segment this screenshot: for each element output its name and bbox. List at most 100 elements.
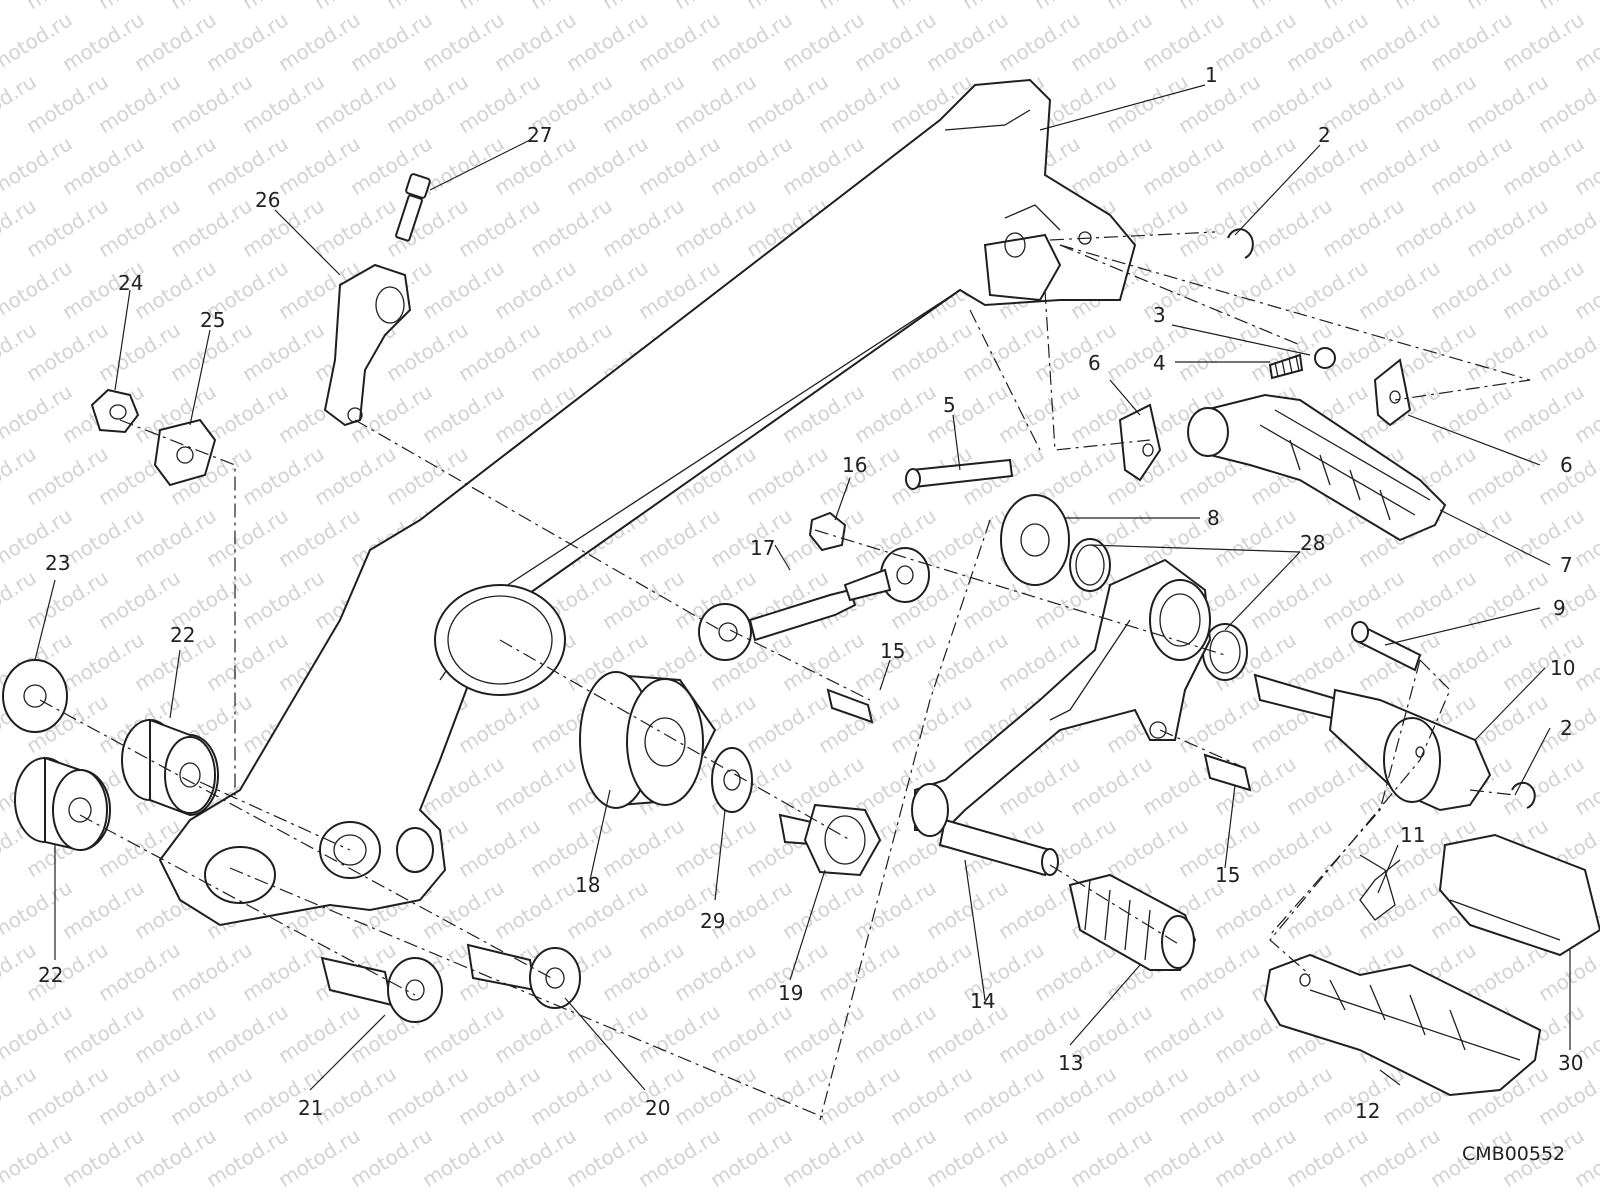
watermark-text: motod.ru <box>922 379 1013 448</box>
watermark-text: motod.ru <box>22 565 113 634</box>
callout-15a: 15 <box>880 639 905 663</box>
spring-11 <box>1359 854 1401 921</box>
watermark-text: motod.ru <box>562 255 653 324</box>
leader-lines <box>34 84 1571 1091</box>
watermark-text: motod.ru <box>238 441 329 510</box>
callout-28: 28 <box>1300 531 1325 555</box>
watermark-text: motod.ru <box>166 193 257 262</box>
watermark-text: motod.ru <box>1066 751 1157 820</box>
watermark-text: motod.ru <box>202 1123 293 1192</box>
watermark-text: motod.ru <box>1138 999 1229 1068</box>
watermark-text: motod.ru <box>1282 7 1373 76</box>
watermark-text: motod.ru <box>886 689 977 758</box>
watermark-text: motod.ru <box>238 193 329 262</box>
watermark-text: motod.ru <box>454 813 545 882</box>
watermark-text: motod.ru <box>238 937 329 1006</box>
watermark-text: motod.ru <box>742 69 833 138</box>
watermark-text: motod.ru <box>22 937 113 1006</box>
watermark-text: motod.ru <box>274 131 365 200</box>
watermark-text: motod.ru <box>1210 503 1301 572</box>
watermark-text: motod.ru <box>670 69 761 138</box>
watermark-text: motod.ru <box>166 937 257 1006</box>
watermark-text: motod.ru <box>1426 627 1517 696</box>
watermark-text: motod.ru <box>1354 7 1445 76</box>
watermark-text: motod.ru <box>598 1061 689 1130</box>
watermark-text: motod.ru <box>1066 1123 1157 1192</box>
watermark-text: motod.ru <box>1066 131 1157 200</box>
watermark-text: motod.ru <box>814 1061 905 1130</box>
watermark-text: motod.ru <box>310 193 401 262</box>
callout-labels: 1 2 3 4 5 6 6 7 8 28 9 10 2 11 12 30 13 … <box>38 63 1583 1123</box>
watermark-text: motod.ru <box>922 627 1013 696</box>
watermark-text: motod.ru <box>310 1061 401 1130</box>
watermark-text: motod.ru <box>58 1123 149 1192</box>
watermark-text: motod.ru <box>490 875 581 944</box>
callout-6a: 6 <box>1088 351 1101 375</box>
watermark-text: motod.ru <box>130 7 221 76</box>
watermark-text: motod.ru <box>598 937 689 1006</box>
watermark-text: motod.ru <box>94 193 185 262</box>
watermark-text: motod.ru <box>94 1061 185 1130</box>
callout-14: 14 <box>970 989 995 1013</box>
watermark-text: motod.ru <box>310 69 401 138</box>
callout-25: 25 <box>200 308 225 332</box>
watermark-text: motod.ru <box>850 7 941 76</box>
watermark-text: motod.ru <box>1210 255 1301 324</box>
watermark-text: motod.ru <box>1210 7 1301 76</box>
watermark-text: motod.ru <box>454 193 545 262</box>
spacer-25 <box>153 418 217 487</box>
watermark-text: motod.ru <box>490 751 581 820</box>
washer-29 <box>711 747 753 813</box>
pivot-bolt-19 <box>778 803 882 877</box>
watermark-text: motod.ru <box>598 813 689 882</box>
pin-5 <box>905 458 1014 490</box>
callout-2a: 2 <box>1318 123 1331 147</box>
rubber-pad-30 <box>1438 833 1600 957</box>
callout-5: 5 <box>943 393 956 417</box>
watermark-text: motod.ru <box>418 255 509 324</box>
watermark-text: motod.ru <box>922 875 1013 944</box>
watermark-text: motod.ru <box>1426 379 1517 448</box>
watermark-text: motod.ru <box>130 131 221 200</box>
watermark-text: motod.ru <box>598 193 689 262</box>
watermark-text: motod.ru <box>994 379 1085 448</box>
bushing-22-upper <box>121 718 219 817</box>
watermark-text: motod.ru <box>202 503 293 572</box>
watermark-text: motod.ru <box>1246 565 1337 634</box>
watermark-text: motod.ru <box>922 503 1013 572</box>
watermark-text: motod.ru <box>778 875 869 944</box>
callout-30: 30 <box>1558 1051 1583 1075</box>
watermark-text: motod.ru <box>742 1061 833 1130</box>
watermark-text: motod.ru <box>1210 1123 1301 1192</box>
watermark-text: motod.ru <box>382 317 473 386</box>
watermark-text: motod.ru <box>94 317 185 386</box>
watermark-text: motod.ru <box>1354 1123 1445 1192</box>
callout-17: 17 <box>750 536 775 560</box>
callout-16: 16 <box>842 453 867 477</box>
watermark-text: motod.ru <box>202 999 293 1068</box>
watermark-text: motod.ru <box>634 999 725 1068</box>
shift-lever-26 <box>323 263 412 427</box>
watermark-text: motod.ru <box>346 1123 437 1192</box>
watermark-text: motod.ru <box>1138 1123 1229 1192</box>
watermark-text: motod.ru <box>670 193 761 262</box>
watermark-text: motod.ru <box>634 503 725 572</box>
watermark-text: motod.ru <box>634 131 725 200</box>
bolt-21 <box>320 956 443 1023</box>
watermark-text: motod.ru <box>670 813 761 882</box>
watermark-text: motod.ru <box>634 1123 725 1192</box>
watermark-text: motod.ru <box>130 503 221 572</box>
watermark-text: motod.ru <box>58 503 149 572</box>
callout-21: 21 <box>298 1096 323 1120</box>
watermark-text: motod.ru <box>1498 751 1589 820</box>
watermark-text: motod.ru <box>274 503 365 572</box>
watermark-text: motod.ru <box>1498 255 1589 324</box>
watermark-text: motod.ru <box>1318 813 1409 882</box>
callout-4: 4 <box>1153 351 1166 375</box>
footpeg-12 <box>1263 953 1542 1097</box>
callout-10: 10 <box>1550 656 1575 680</box>
callout-18: 18 <box>575 873 600 897</box>
watermark-text: motod.ru <box>778 627 869 696</box>
watermark-text: motod.ru <box>22 193 113 262</box>
callout-7: 7 <box>1560 553 1573 577</box>
